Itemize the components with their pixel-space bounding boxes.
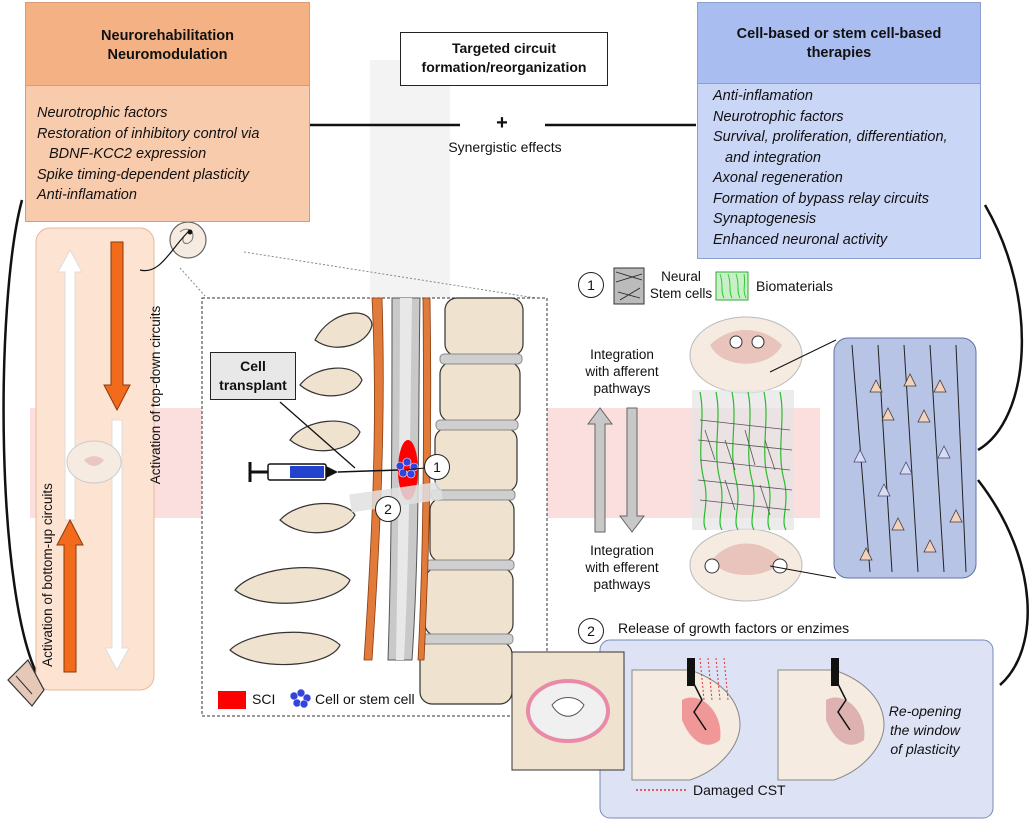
right-item: Axonal regeneration xyxy=(713,170,843,186)
left-item: Neurotrophic factors xyxy=(37,105,168,121)
right-item: and integration xyxy=(725,149,821,166)
bottom-up-arrow xyxy=(56,518,84,673)
cell-transplant-line1: Cell xyxy=(240,358,266,374)
afferent-line2: with afferent xyxy=(585,364,659,379)
right-box-list: Anti-inflamation Neurotrophic factors Su… xyxy=(713,86,978,250)
center-title-line1: Targeted circuit xyxy=(452,40,556,56)
efferent-label: Integration with efferent pathways xyxy=(568,542,676,593)
left-therapy-box: Neurorehabilitation Neuromodulation Neur… xyxy=(25,2,310,222)
legend-cell-label: Cell or stem cell xyxy=(315,691,415,707)
graft-region xyxy=(692,390,794,530)
neural-stem-line2: Stem cells xyxy=(649,286,713,301)
bottom-up-label: Activation of bottom-up circuits xyxy=(40,483,55,667)
right-item: Formation of bypass relay circuits xyxy=(713,190,929,207)
right-box-header xyxy=(698,3,980,84)
efferent-arrow xyxy=(619,407,645,533)
brain-connector xyxy=(139,231,189,272)
left-item: Anti-inflamation xyxy=(37,187,137,203)
biomaterial-band xyxy=(349,481,443,513)
right-item: Anti-inflamation xyxy=(713,88,813,104)
legend1-marker: 1 xyxy=(578,272,604,298)
cell-cluster xyxy=(395,457,419,479)
left-box-title-line1: Neurorehabilitation xyxy=(101,28,234,44)
neuron-somas xyxy=(859,373,963,561)
spinous-processes xyxy=(229,312,373,666)
afferent-line1: Integration xyxy=(590,347,654,362)
top-down-label: Activation of top-down circuits xyxy=(148,305,163,485)
legend-cell-icon xyxy=(289,688,312,709)
biomaterials-label: Biomaterials xyxy=(756,278,834,294)
probe-left xyxy=(687,658,695,686)
right-item: Enhanced neuronal activity xyxy=(713,231,888,248)
right-box-title: Cell-based or stem cell-based therapies xyxy=(698,25,980,63)
neural-stem-swatch xyxy=(613,267,645,305)
section2-title: Release of growth factors or enzimes xyxy=(618,620,850,636)
reopen-line1: Re-opening xyxy=(888,703,962,719)
afferent-line3: pathways xyxy=(593,381,651,396)
reopen-line2: the window xyxy=(889,722,961,738)
right-connector-curve xyxy=(977,204,1024,452)
left-box-title: Neurorehabilitation Neuromodulation xyxy=(26,27,309,65)
right-item: Synaptogenesis xyxy=(713,211,817,227)
afferent-label: Integration with afferent pathways xyxy=(568,346,676,397)
probe-right xyxy=(831,658,839,686)
neural-stem-label: Neural Stem cells xyxy=(646,268,716,302)
legend-sci-label: SCI xyxy=(252,691,276,707)
center-title-line2: formation/reorganization xyxy=(421,59,587,75)
synergistic-effects-label: Synergistic effects xyxy=(448,139,562,155)
section2-marker: 2 xyxy=(578,618,604,644)
left-box-list: Neurotrophic factors Restoration of inhi… xyxy=(37,103,307,206)
faint-down-arrow xyxy=(104,419,130,672)
left-box-header xyxy=(26,3,309,86)
neural-stem-line1: Neural xyxy=(661,269,701,284)
left-box-title-line2: Neuromodulation xyxy=(107,47,228,63)
neuron-zoom-panel xyxy=(833,337,977,579)
center-title-box: Targeted circuit formation/reorganizatio… xyxy=(400,32,608,86)
marker-1: 1 xyxy=(424,454,450,480)
center-title: Targeted circuit formation/reorganizatio… xyxy=(401,39,607,77)
reopen-window-label: Re-opening the window of plasticity xyxy=(880,702,970,759)
cell-transplant-box: Cell transplant xyxy=(210,352,296,400)
damaged-cst-label: Damaged CST xyxy=(693,782,786,798)
left-item: Restoration of inhibitory control via xyxy=(37,125,260,142)
graft-cells xyxy=(697,419,793,516)
afferent-arrow xyxy=(587,407,613,533)
left-item: BDNF-KCC2 expression xyxy=(49,146,207,162)
marker-2: 2 xyxy=(375,496,401,522)
right-box-title-line1: Cell-based or stem cell-based xyxy=(736,26,942,42)
right-box-title-line2: therapies xyxy=(806,45,872,61)
graft-fibers xyxy=(699,391,787,531)
legend-sci-swatch xyxy=(218,691,246,709)
efferent-line1: Integration xyxy=(590,543,654,558)
right-item: Survival, proliferation, differentiation… xyxy=(713,129,948,145)
cell-transplant-line2: transplant xyxy=(219,377,287,393)
top-down-arrow xyxy=(103,241,131,412)
right-item: Neurotrophic factors xyxy=(713,108,844,125)
brain-icon xyxy=(169,221,207,259)
plus-sign: + xyxy=(496,112,508,134)
left-connector-curve xyxy=(2,199,42,681)
right-therapy-box: Cell-based or stem cell-based therapies … xyxy=(697,2,981,259)
efferent-line3: pathways xyxy=(593,577,651,592)
syringe-icon xyxy=(248,462,399,482)
efferent-line2: with efferent xyxy=(585,560,659,575)
vertebral-bodies xyxy=(419,297,524,705)
muscle-icon xyxy=(7,659,45,707)
reopen-line3: of plasticity xyxy=(890,741,960,757)
left-item: Spike timing-dependent plasticity xyxy=(37,166,249,183)
faint-column xyxy=(370,60,450,310)
right-connector-curve-2 xyxy=(977,479,1029,686)
